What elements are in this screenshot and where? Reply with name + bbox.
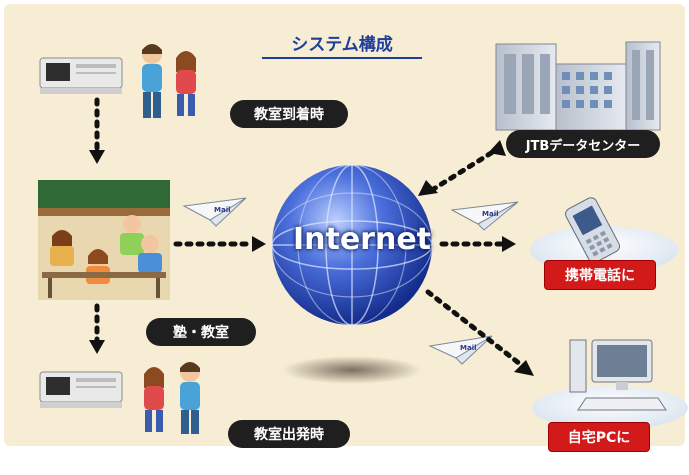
desktop-pc-icon (532, 339, 688, 430)
arrow-arrival-to-classroom (89, 97, 105, 164)
datacenter-label: JTBデータセンター (506, 130, 660, 158)
globe-icon (271, 164, 433, 326)
mail-tag: Mail (214, 206, 231, 214)
building-icon (495, 41, 661, 131)
students-icon (142, 44, 196, 118)
arrow-internet-to-pc (425, 289, 534, 376)
home-pc-label: 自宅PCに (548, 422, 650, 452)
classroom-label: 塾・教室 (146, 318, 256, 346)
arrow-internet-datacenter (418, 140, 506, 196)
mail-tag: Mail (482, 210, 499, 218)
arrival-label: 教室到着時 (230, 100, 348, 128)
paper-plane-mail-icon: Mail (450, 201, 519, 231)
departure-label: 教室出発時 (228, 420, 350, 448)
mobile-label: 携帯電話に (544, 260, 656, 290)
card-reader-icon (39, 371, 123, 408)
globe-shadow (282, 356, 422, 384)
students-icon (144, 362, 200, 434)
paper-plane-mail-icon: Mail (428, 335, 493, 365)
diagram-title: システム構成 (262, 30, 422, 59)
arrow-classroom-to-internet (173, 236, 266, 252)
classroom-icon (38, 180, 170, 300)
mail-tag: Mail (460, 344, 477, 352)
paper-plane-mail-icon: Mail (182, 197, 247, 227)
card-reader-icon (39, 57, 123, 94)
arrow-classroom-to-departure (89, 303, 105, 354)
internet-label: Internet (292, 222, 432, 257)
arrow-internet-to-mobile (439, 236, 516, 252)
